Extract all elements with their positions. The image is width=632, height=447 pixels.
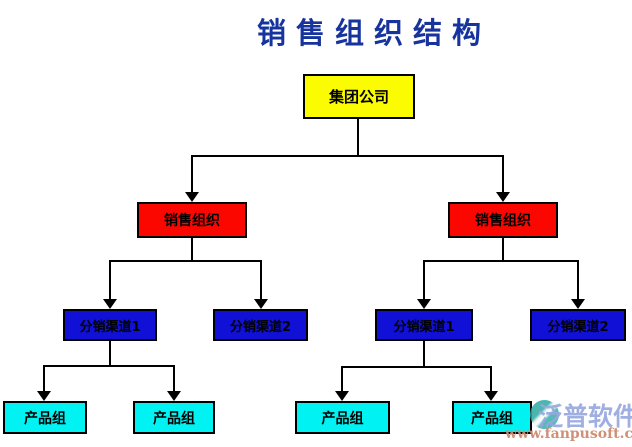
node-product-group-4: 产品组 xyxy=(452,401,532,434)
arrow-down-icon xyxy=(484,391,498,401)
node-group-company: 集团公司 xyxy=(303,74,415,119)
watermark: 泛普软件 www.fanpusoft.com xyxy=(500,396,632,444)
connector-sales-right-crossbar xyxy=(423,260,579,262)
connector-to-channel-1-right xyxy=(423,260,425,300)
node-channel-1-left: 分销渠道1 xyxy=(63,309,157,341)
node-product-group-1: 产品组 xyxy=(3,401,87,434)
node-product-group-2: 产品组 xyxy=(133,401,215,434)
connector-root-crossbar xyxy=(191,155,504,157)
connector-sales-left-stem xyxy=(191,237,193,262)
connector-to-product-3 xyxy=(341,366,343,392)
watermark-url-text: www.fanpusoft.com xyxy=(505,426,632,442)
node-channel-2-right: 分销渠道2 xyxy=(530,309,626,341)
connector-root-to-sales-left xyxy=(191,155,193,193)
arrow-down-icon xyxy=(167,391,181,401)
node-channel-2-left: 分销渠道2 xyxy=(213,309,308,341)
connector-channel-right-crossbar xyxy=(341,366,492,368)
node-sales-org-right: 销售组织 xyxy=(448,202,558,238)
connector-to-product-2 xyxy=(173,365,175,392)
arrow-down-icon xyxy=(254,299,268,309)
connector-sales-left-crossbar xyxy=(109,260,262,262)
arrow-down-icon xyxy=(335,391,349,401)
connector-sales-right-stem xyxy=(502,237,504,262)
connector-to-channel-2-left xyxy=(260,260,262,300)
node-sales-org-left: 销售组织 xyxy=(137,202,247,238)
connector-to-product-4 xyxy=(490,366,492,392)
arrow-down-icon xyxy=(571,299,585,309)
connector-to-channel-2-right xyxy=(577,260,579,300)
connector-root-stem xyxy=(357,117,359,157)
watermark-brand-text: 泛普软件 xyxy=(538,402,632,431)
connector-to-channel-1-left xyxy=(109,260,111,300)
arrow-down-icon xyxy=(417,299,431,309)
connector-channel-left-stem xyxy=(109,340,111,367)
connector-channel-left-crossbar xyxy=(43,365,175,367)
fanpu-logo-icon xyxy=(530,400,559,429)
connector-to-product-1 xyxy=(43,365,45,392)
page-title: 销售组织结构 xyxy=(256,16,491,50)
arrow-down-icon xyxy=(103,299,117,309)
node-product-group-3: 产品组 xyxy=(295,401,390,434)
node-channel-1-right: 分销渠道1 xyxy=(375,309,473,341)
connector-channel-right-stem xyxy=(423,340,425,367)
connector-root-to-sales-right xyxy=(502,155,504,193)
arrow-down-icon xyxy=(37,391,51,401)
arrow-down-icon xyxy=(496,192,510,202)
arrow-down-icon xyxy=(185,192,199,202)
